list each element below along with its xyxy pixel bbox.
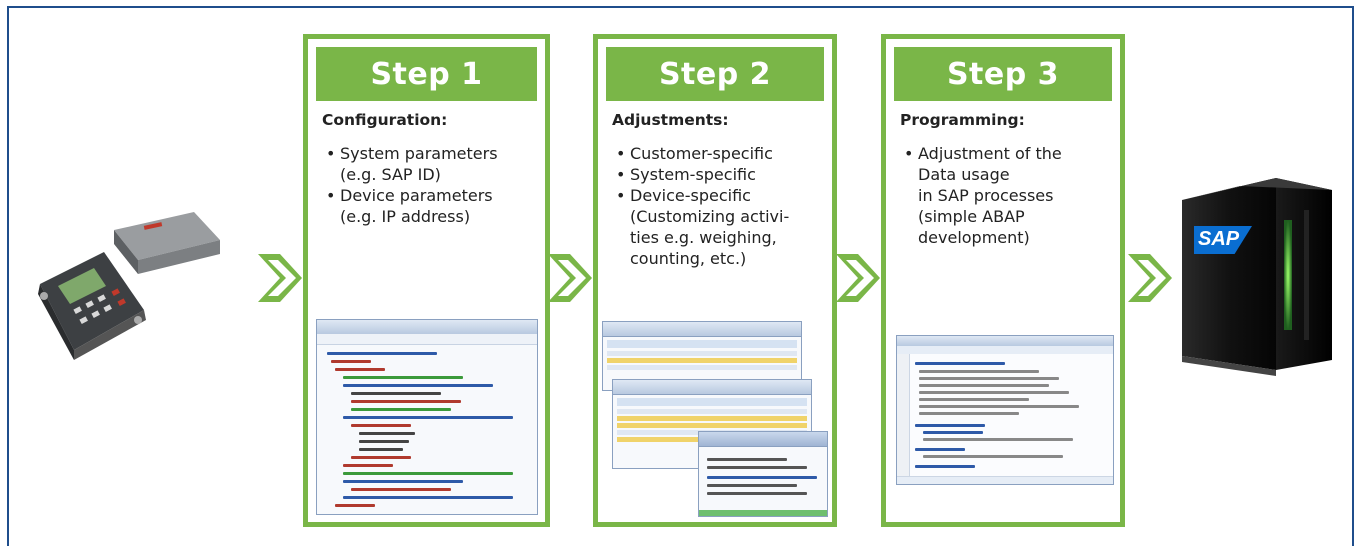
list-item: Device parameters(e.g. IP address) <box>322 185 498 227</box>
sap-server-image: SAP <box>1172 160 1342 376</box>
step-box-1: Step 1 Configuration: System parameters(… <box>303 34 550 527</box>
list-item: System-specific <box>612 164 789 185</box>
step-box-3: Step 3 Programming: Adjustment of theDat… <box>881 34 1125 527</box>
step-subtitle: Programming: <box>900 111 1025 129</box>
chevron-right-icon <box>258 254 302 302</box>
sap-data-browser-screenshot <box>602 321 834 521</box>
diagram-frame <box>7 6 1354 546</box>
abap-editor-screenshot <box>896 335 1114 485</box>
step-title: Step 2 <box>606 47 824 101</box>
step-title: Step 3 <box>894 47 1112 101</box>
server-icon <box>1182 178 1332 376</box>
step-list: System parameters(e.g. SAP ID) Device pa… <box>322 143 498 227</box>
chevron-right-icon <box>1128 254 1172 302</box>
chevron-right-icon <box>836 254 880 302</box>
list-item: System parameters(e.g. SAP ID) <box>322 143 498 185</box>
sap-logo-text: SAP <box>1198 228 1240 250</box>
step-subtitle: Configuration: <box>322 111 448 129</box>
list-item: Device-specific(Customizing activi-ties … <box>612 185 789 269</box>
step-subtitle: Adjustments: <box>612 111 729 129</box>
chevron-right-icon <box>548 254 592 302</box>
list-item: Customer-specific <box>612 143 789 164</box>
scale-device-image <box>38 212 220 360</box>
step-title: Step 1 <box>316 47 537 101</box>
xml-editor-screenshot <box>316 319 538 515</box>
step-box-2: Step 2 Adjustments: Customer-specific Sy… <box>593 34 837 527</box>
step-list: Customer-specific System-specific Device… <box>612 143 789 269</box>
